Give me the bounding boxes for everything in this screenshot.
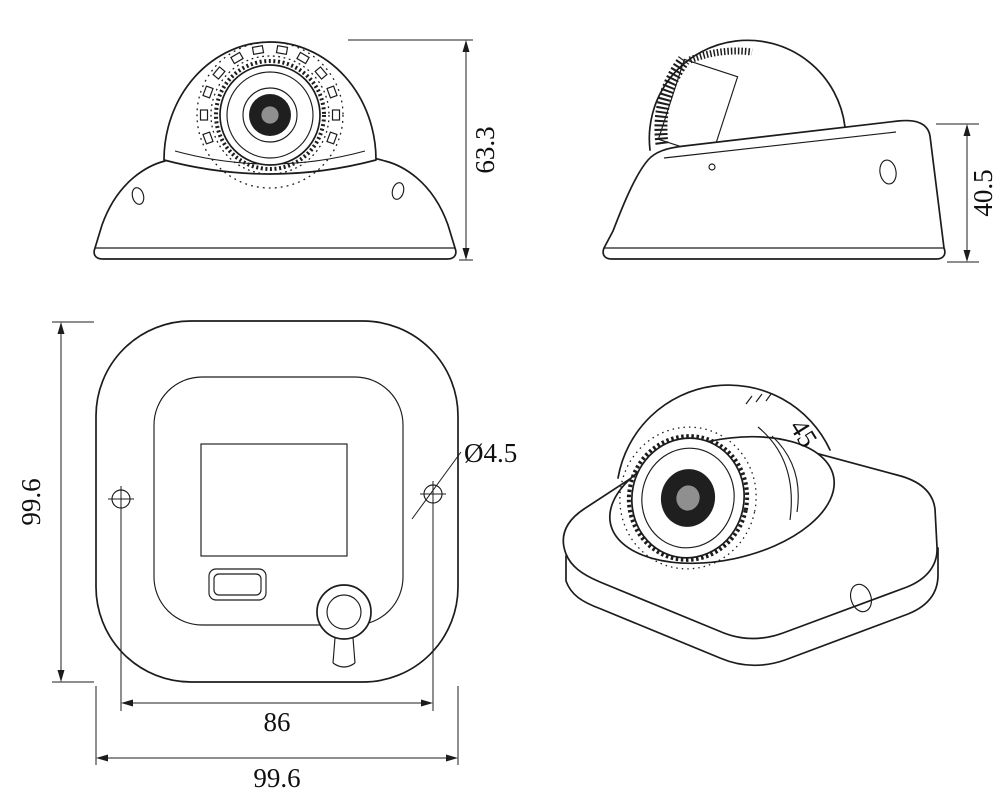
side-mic-hole [708,163,716,171]
front-screw-hole-left [131,187,145,205]
bottom-connector-recess [208,568,267,601]
dimension-label-hole-spacing: 86 [264,707,291,737]
dimension-label-side-height: 40.5 [968,169,998,216]
front-led-dot-ring-inner [210,55,330,175]
perspective-gimbal-arc-1 [757,426,792,521]
dimension-label-hole-diameter: Ø4.5 [464,438,517,468]
side-connector-comb [688,47,753,64]
front-led-dot-ring-outer [196,41,344,189]
dimension-label-bottom-width: 99.6 [253,763,300,793]
bottom-outer-outline [95,320,459,683]
dimension-bottom-height: 99.6 [16,321,94,683]
front-lens-core [260,105,280,125]
front-lens-ring [242,87,298,143]
bottom-center-window [200,443,348,557]
bottom-screw-hole-right [420,481,446,507]
side-dome-fill [649,40,845,150]
bottom-inner-outline [153,376,404,626]
perspective-lens-assembly [619,426,757,570]
side-view [602,39,946,260]
hole-diameter-leader [411,451,462,520]
front-lens-trim [226,71,314,159]
bottom-screw-hole-left [108,486,134,512]
dimension-side-height: 40.5 [936,123,998,263]
side-dome [648,39,846,151]
perspective-base-side [565,547,939,667]
perspective-screw-hole-right [849,583,873,613]
front-screw-hole-right [391,182,405,200]
bottom-cable-grommet [316,584,372,668]
perspective-dome-arc [617,384,831,479]
front-ir-leds [199,44,341,145]
bottom-connector-recess-inner [213,573,262,596]
perspective-gimbal-arc-2 [771,435,799,513]
side-screw-hole [879,159,897,185]
dimension-front-height: 63.3 [348,39,500,261]
dimension-hole-spacing: 86 [120,507,434,737]
perspective-view: 45 [562,384,939,667]
dimension-bottom-width: 99.6 [95,686,459,793]
dimension-label-bottom-height: 99.6 [16,478,46,525]
front-view [93,41,457,260]
front-bezel-serration [214,59,326,171]
front-base [93,156,457,260]
bottom-view: Ø4.5 [95,320,517,683]
side-led-array-hatch [654,56,690,145]
dimension-label-front-height: 63.3 [470,126,500,173]
side-top-edge [663,131,897,159]
perspective-apex-ticks [745,393,772,405]
